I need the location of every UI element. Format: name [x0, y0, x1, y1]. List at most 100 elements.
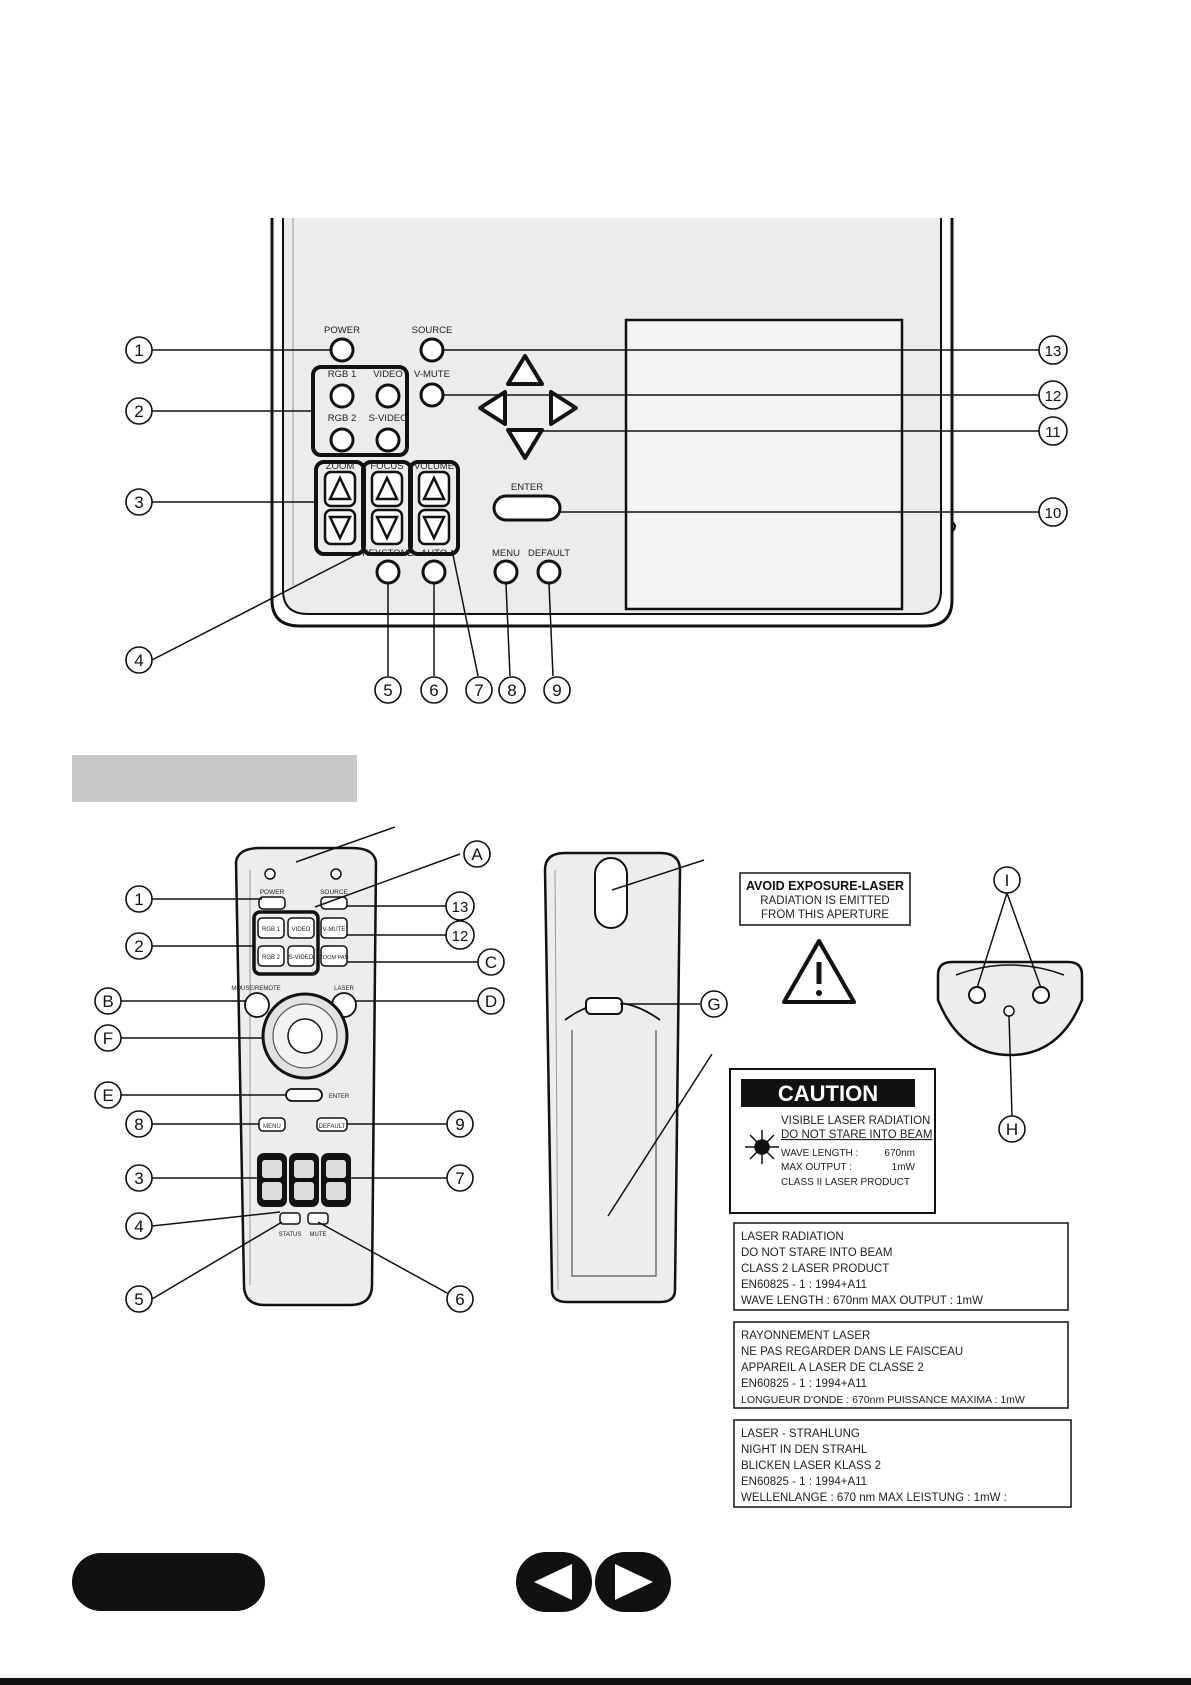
laser-emitter-top	[1003, 1005, 1015, 1017]
enter-button[interactable]	[492, 494, 562, 522]
remote-focus-down-button[interactable]	[294, 1182, 314, 1200]
remote-zoom-down-button[interactable]	[262, 1182, 282, 1200]
focus-label: FOCUS	[370, 461, 403, 472]
svg-text:12: 12	[1045, 388, 1062, 405]
rgb2-button[interactable]	[329, 427, 355, 453]
svg-text:13: 13	[1045, 343, 1062, 360]
remote-callout-G: G	[700, 990, 728, 1018]
svg-text:STATUS: STATUS	[279, 1232, 302, 1238]
remote-callout-12: 12	[445, 920, 475, 950]
zoom-down-button[interactable]	[323, 508, 357, 546]
next-page-button[interactable]	[595, 1552, 671, 1612]
remote-mute-button[interactable]	[307, 1212, 329, 1225]
remote-disc-center[interactable]	[287, 1018, 323, 1054]
remote-rgb2-button[interactable]	[257, 945, 285, 967]
remote-status-button[interactable]	[279, 1212, 301, 1225]
battery-cover-latch[interactable]	[585, 997, 623, 1015]
remote-mouse-remote-label: MOUSE/REMOTE	[231, 986, 280, 992]
remote-source-label: SOURCE	[320, 889, 348, 896]
remote-enter-label: ENTER	[329, 1094, 350, 1100]
remote-power-button[interactable]	[258, 896, 286, 910]
remote-callout-6: 6	[446, 1285, 474, 1313]
arrow-down-icon[interactable]	[506, 428, 544, 460]
remote-enter-button[interactable]	[285, 1088, 323, 1102]
svg-text:4: 4	[134, 651, 143, 670]
remote-callout-3: 3	[125, 1164, 153, 1192]
arrow-left-icon[interactable]	[478, 390, 507, 426]
svg-text:DEFAULT: DEFAULT	[319, 1124, 346, 1130]
battery-cover	[571, 1030, 657, 1277]
svg-text:10: 10	[1045, 505, 1062, 522]
arrow-right-icon[interactable]	[549, 390, 578, 426]
source-button[interactable]	[419, 337, 445, 363]
german-warning-label: LASER - STRAHLUNG NIGHT IN DEN STRAHL BL…	[733, 1419, 1072, 1508]
remote-zoom-up-button[interactable]	[262, 1160, 282, 1178]
svg-text:D: D	[485, 992, 497, 1011]
callout-5: 5	[374, 676, 402, 704]
svg-text:LASER - STRAHLUNG: LASER - STRAHLUNG	[741, 1428, 860, 1440]
remote-front-callouts: 1 2 3 4 5 6 7 8 9 12 13 A B C D E F	[94, 840, 505, 1313]
remote-svideo-button[interactable]	[287, 945, 315, 967]
callout-3: 3	[125, 488, 153, 516]
volume-down-button[interactable]	[417, 508, 451, 546]
remote-callout-8: 8	[125, 1110, 153, 1138]
volume-up-button[interactable]	[417, 470, 451, 508]
svideo-button[interactable]	[375, 427, 401, 453]
auto-label: AUTO	[421, 548, 447, 559]
remote-top-view: I H	[936, 866, 1084, 1143]
power-button[interactable]	[329, 337, 355, 363]
vmute-label: V-MUTE	[414, 369, 450, 380]
arrow-up-icon[interactable]	[506, 354, 544, 386]
svg-text:CLASS 2 LASER PRODUCT: CLASS 2 LASER PRODUCT	[741, 1263, 889, 1275]
caution-title: CAUTION	[778, 1081, 878, 1106]
nav-next-icon	[615, 1564, 653, 1600]
svg-text:RGB 2: RGB 2	[262, 955, 281, 961]
svg-text:8: 8	[134, 1115, 143, 1134]
remote-callout-I: I	[993, 866, 1021, 894]
remote-rgb1-button[interactable]	[257, 917, 285, 939]
svg-text:MUTE: MUTE	[310, 1232, 327, 1238]
svg-text:F: F	[103, 1029, 113, 1048]
svg-text:2: 2	[134, 937, 143, 956]
menu-nav-button[interactable]	[72, 1553, 265, 1611]
laser-burst-icon	[745, 1130, 779, 1164]
svg-text:11: 11	[1045, 424, 1061, 441]
svg-text:LONGUEUR D'ONDE : 670nm PUISSA: LONGUEUR D'ONDE : 670nm PUISSANCE MAXIMA…	[741, 1394, 1025, 1406]
remote-zoompan-button[interactable]	[320, 945, 348, 967]
remote-input-group	[252, 910, 320, 976]
svg-text:12: 12	[452, 928, 469, 945]
svg-text:8: 8	[507, 681, 516, 700]
svg-text:7: 7	[474, 681, 483, 700]
remote-mouse-remote-button[interactable]	[244, 992, 270, 1018]
svg-text:VIDEO: VIDEO	[292, 927, 311, 933]
rgb1-button[interactable]	[329, 383, 355, 409]
remote-video-button[interactable]	[287, 917, 315, 939]
video-button[interactable]	[375, 383, 401, 409]
prev-page-button[interactable]	[516, 1552, 592, 1612]
remote-callout-B: B	[94, 987, 122, 1015]
svg-text:1: 1	[134, 890, 143, 909]
svg-text:V-MUTE: V-MUTE	[323, 927, 346, 933]
svg-text:CLASS II LASER PRODUCT: CLASS II LASER PRODUCT	[781, 1177, 910, 1188]
svg-text:DO NOT STARE INTO BEAM: DO NOT STARE INTO BEAM	[781, 1129, 932, 1141]
zoom-up-button[interactable]	[323, 470, 357, 508]
auto-button[interactable]	[421, 559, 447, 585]
menu-button[interactable]	[493, 559, 519, 585]
focus-up-button[interactable]	[370, 470, 404, 508]
svg-text:S-VIDEO: S-VIDEO	[289, 955, 314, 961]
remote-volume-down-button[interactable]	[326, 1182, 346, 1200]
remote-source-button[interactable]	[320, 896, 348, 910]
svg-text:13: 13	[452, 899, 469, 916]
keystone-button[interactable]	[375, 559, 401, 585]
remote-vmute-button[interactable]	[320, 917, 348, 939]
remote-callout-A: A	[463, 840, 491, 868]
remote-focus-up-button[interactable]	[294, 1160, 314, 1178]
svg-text:E: E	[102, 1086, 113, 1105]
video-label: VIDEO	[373, 369, 403, 380]
remote-laser-label: LASER	[334, 986, 354, 992]
vmute-button[interactable]	[419, 382, 445, 408]
default-button[interactable]	[536, 559, 562, 585]
remote-volume-up-button[interactable]	[326, 1160, 346, 1178]
focus-down-button[interactable]	[370, 508, 404, 546]
section-header-bar	[72, 755, 357, 802]
